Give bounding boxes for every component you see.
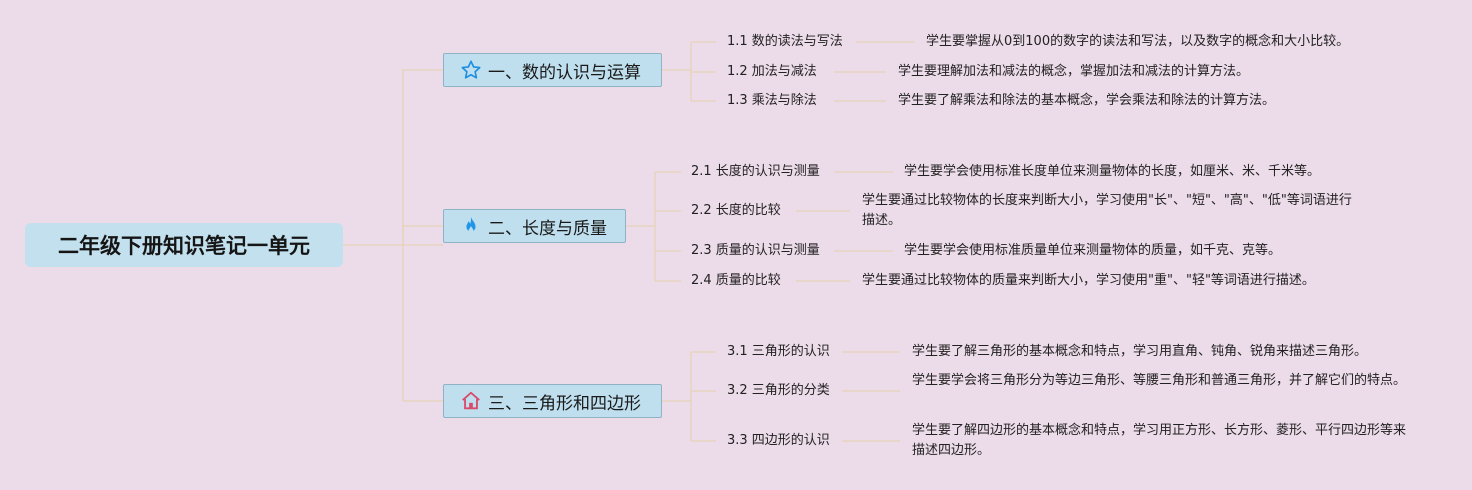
topic-length-and-mass[interactable]: 二、长度与质量	[443, 209, 626, 243]
description-3-3: 学生要了解四边形的基本概念和特点，学习用正方形、长方形、菱形、平行四边形等来描述…	[912, 423, 1407, 458]
subtopic-3-3[interactable]: 3.3 四边形的认识	[727, 433, 830, 448]
star-icon	[460, 59, 482, 81]
house-icon	[460, 390, 482, 412]
description-3-1: 学生要了解三角形的基本概念和特点，学习用直角、钝角、锐角来描述三角形。	[912, 344, 1368, 359]
topic-label: 二、长度与质量	[488, 218, 607, 239]
description-1-3: 学生要了解乘法和除法的基本概念，学会乘法和除法的计算方法。	[898, 93, 1276, 108]
topic-label: 一、数的认识与运算	[488, 62, 641, 83]
subtopic-2-3[interactable]: 2.3 质量的认识与测量	[691, 243, 820, 258]
topic-triangles-and-quadrilaterals[interactable]: 三、三角形和四边形	[443, 384, 662, 418]
subtopic-3-2[interactable]: 3.2 三角形的分类	[727, 383, 830, 398]
description-2-4: 学生要通过比较物体的质量来判断大小，学习使用"重"、"轻"等词语进行描述。	[862, 273, 1315, 288]
subtopic-3-1[interactable]: 3.1 三角形的认识	[727, 344, 830, 359]
description-1-2: 学生要理解加法和减法的概念，掌握加法和减法的计算方法。	[898, 64, 1250, 79]
subtopic-2-1[interactable]: 2.1 长度的认识与测量	[691, 164, 820, 179]
description-2-3: 学生要学会使用标准质量单位来测量物体的质量，如千克、克等。	[904, 243, 1282, 258]
root-node[interactable]: 二年级下册知识笔记一单元	[25, 223, 343, 267]
flame-icon	[460, 215, 482, 237]
subtopic-2-2[interactable]: 2.2 长度的比较	[691, 203, 781, 218]
subtopic-1-2[interactable]: 1.2 加法与减法	[727, 64, 817, 79]
description-3-2: 学生要学会将三角形分为等边三角形、等腰三角形和普通三角形，并了解它们的特点。	[912, 373, 1407, 388]
subtopic-1-3[interactable]: 1.3 乘法与除法	[727, 93, 817, 108]
subtopic-2-4[interactable]: 2.4 质量的比较	[691, 273, 781, 288]
topic-label: 三、三角形和四边形	[488, 393, 641, 414]
topic-number-recognition[interactable]: 一、数的认识与运算	[443, 53, 662, 87]
subtopic-1-1[interactable]: 1.1 数的读法与写法	[727, 34, 843, 49]
root-title: 二年级下册知识笔记一单元	[58, 234, 310, 258]
description-2-1: 学生要学会使用标准长度单位来测量物体的长度，如厘米、米、千米等。	[904, 164, 1321, 179]
description-1-1: 学生要掌握从0到100的数字的读法和写法，以及数字的概念和大小比较。	[926, 34, 1350, 49]
description-2-2: 学生要通过比较物体的长度来判断大小，学习使用"长"、"短"、"高"、"低"等词语…	[862, 193, 1352, 228]
